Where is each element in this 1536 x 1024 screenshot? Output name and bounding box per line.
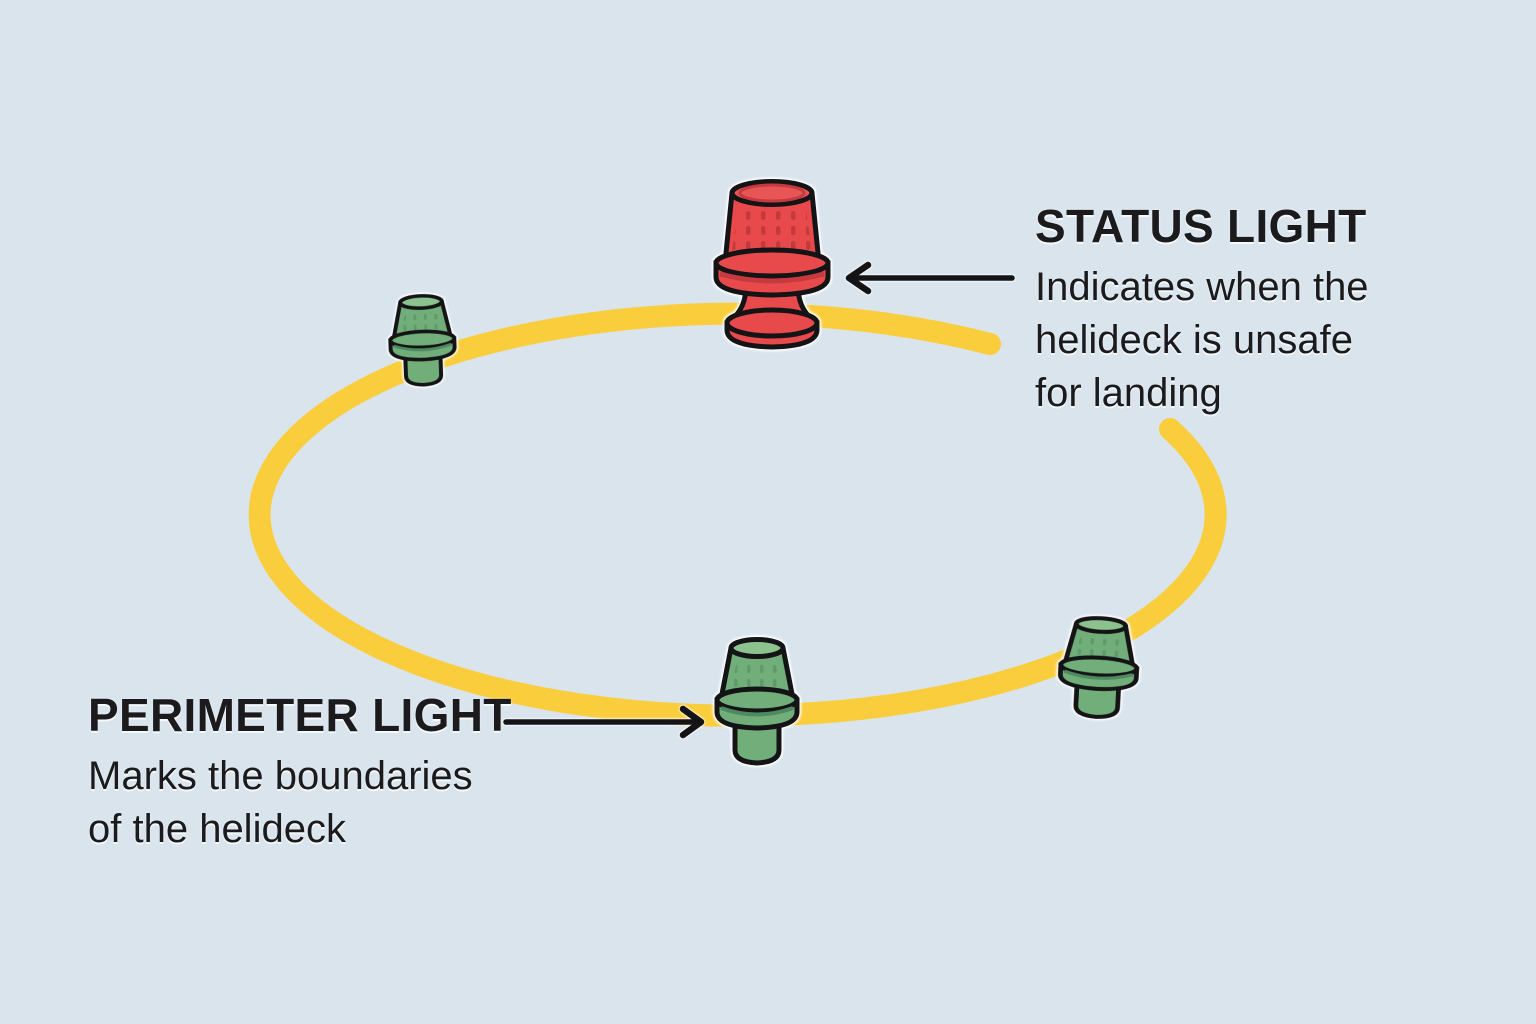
perimeter-light-icon-right bbox=[1058, 616, 1139, 719]
status-light-heading: STATUS LIGHT bbox=[1035, 200, 1367, 252]
status-description-line-2: helideck is unsafe bbox=[1035, 318, 1353, 362]
perimeter-arrowhead bbox=[679, 705, 705, 739]
perimeter-light-heading: PERIMETER LIGHT bbox=[88, 689, 512, 741]
perimeter-description-line-1: Marks the boundaries bbox=[88, 754, 473, 798]
status-description-line-1: Indicates when the bbox=[1035, 265, 1369, 309]
status-light-callout: STATUS LIGHT Indicates when the helideck… bbox=[1035, 203, 1455, 420]
status-light-icon bbox=[713, 179, 831, 350]
perimeter-light-callout: PERIMETER LIGHT Marks the boundaries of … bbox=[88, 692, 568, 856]
status-description-line-3: for landing bbox=[1035, 371, 1222, 415]
status-light-description: Indicates when the helideck is unsafe fo… bbox=[1035, 261, 1455, 420]
perimeter-light-description: Marks the boundaries of the helideck bbox=[88, 750, 568, 856]
status-arrow bbox=[845, 261, 1015, 295]
status-arrowhead bbox=[845, 261, 872, 295]
perimeter-light-icon-bottom bbox=[717, 640, 797, 764]
perimeter-description-line-2: of the helideck bbox=[88, 807, 346, 851]
perimeter-arrow bbox=[503, 705, 705, 739]
helideck-perimeter-ring bbox=[248, 302, 1227, 727]
